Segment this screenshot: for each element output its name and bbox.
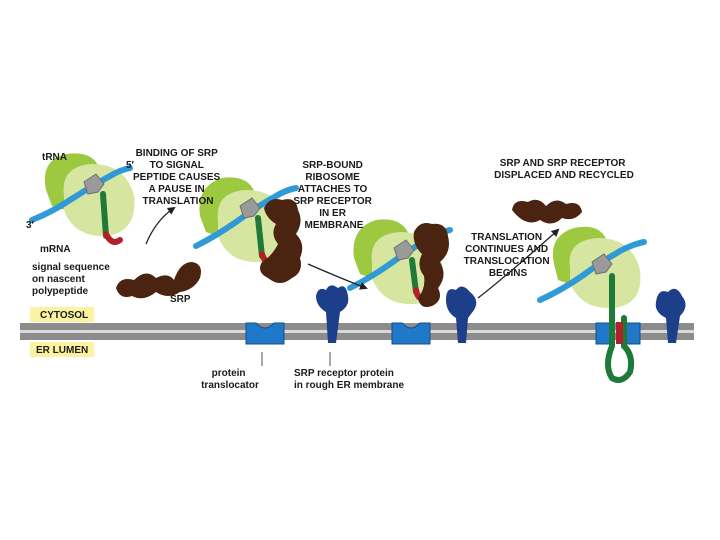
label-protein-translocator: protein translocator (201, 368, 259, 391)
arrow-step2 (307, 263, 368, 290)
arrow-step3-recycle (477, 228, 560, 299)
svg-text:ER LUMEN: ER LUMEN (36, 345, 88, 356)
ribosome-stage1 (44, 153, 135, 237)
nascent-polypeptide-stage1 (100, 191, 109, 239)
label-srp: SRP (170, 294, 191, 305)
er-lumen-label: ER LUMEN (30, 342, 94, 357)
srp-released (512, 199, 582, 224)
label-trna: tRNA (42, 152, 67, 163)
label-step2: SRP-BOUND RIBOSOME ATTACHES TO SRP RECEP… (293, 160, 374, 231)
label-5-prime: 5′ (126, 160, 135, 171)
srp-receptor-2 (446, 286, 477, 343)
nascent-polypeptide-stage3 (409, 257, 419, 295)
polypeptide-in-lumen (605, 273, 635, 383)
label-mrna: mRNA (40, 244, 71, 255)
trna-stage1 (83, 173, 105, 195)
label-3-prime: 3′ (26, 220, 35, 231)
label-srp-receptor: SRP receptor protein in rough ER membran… (294, 368, 404, 391)
label-step1: BINDING OF SRP TO SIGNAL PEPTIDE CAUSES … (133, 148, 223, 207)
label-step3: TRANSLATION CONTINUES AND TRANSLOCATION … (464, 232, 553, 279)
srp-receptor (316, 285, 349, 343)
label-step4: SRP AND SRP RECEPTOR DISPLACED AND RECYC… (494, 158, 634, 181)
srp-free (116, 262, 201, 299)
trna-stage4 (591, 253, 613, 275)
trna-stage3 (393, 239, 415, 261)
signal-sequence-in-channel (616, 322, 623, 344)
cytosol-label: CYTOSOL (30, 307, 94, 322)
nascent-polypeptide-stage2 (255, 215, 265, 259)
protein-translocator-2 (391, 322, 431, 345)
srp-bound (260, 199, 303, 283)
er-membrane (20, 323, 694, 340)
arrow-step1 (145, 206, 176, 245)
srp-docked (413, 223, 449, 307)
svg-text:CYTOSOL: CYTOSOL (40, 310, 88, 321)
label-signal-sequence: signal sequence on nascent polypeptide (32, 262, 113, 297)
srp-receptor-3 (655, 288, 686, 343)
trna-stage2 (239, 197, 261, 219)
signal-sequence-stage1 (103, 231, 123, 245)
protein-translocator (245, 322, 285, 345)
